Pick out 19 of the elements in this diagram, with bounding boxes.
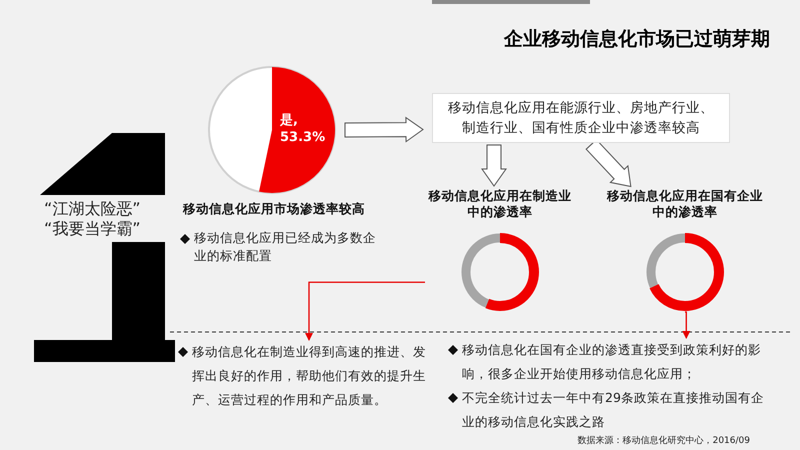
text-box: 移动信息化应用在能源行业、房地产行业、制造行业、国有性质企业中渗透率较高 xyxy=(432,93,730,143)
pie-chart xyxy=(208,66,336,194)
bullet-text: 移动信息化应用已经成为多数企业的标准配置 xyxy=(194,229,377,265)
arrow xyxy=(344,116,424,143)
arrow xyxy=(481,144,507,187)
arrow xyxy=(305,282,425,341)
quote-text: “江湖太险恶” xyxy=(44,199,142,219)
pie-label: 是, 53.3% xyxy=(280,112,326,146)
source-note: 数据来源：移动信息化研究中心，2016/09 xyxy=(576,435,750,447)
slide-title: 企业移动信息化市场已过萌芽期 xyxy=(502,27,770,52)
chart-caption: 移动信息化应用市场渗透率较高 xyxy=(182,200,366,218)
chart-heading: 移动信息化应用在国有企业中的渗透率 xyxy=(606,188,764,220)
quote-text: “我要当学霸” xyxy=(44,219,142,239)
arrow xyxy=(682,311,690,339)
bullet-text: 移动信息化在制造业得到高速的推进、发挥出良好的作用，帮助他们有效的提升生产、运营过程的作用和产品质量。 xyxy=(192,343,427,409)
bullet-text: 移动信息化在国有企业的渗透直接受到政策利好的影响，很多企业开始使用移动信息化应用； xyxy=(462,341,762,383)
bullet-text: 不完全统计过去一年中有29条政策在直接推动国有企业的移动信息化实践之路 xyxy=(462,389,765,431)
chart-heading: 移动信息化应用在制造业中的渗透率 xyxy=(427,188,572,220)
donut-chart xyxy=(605,188,765,312)
